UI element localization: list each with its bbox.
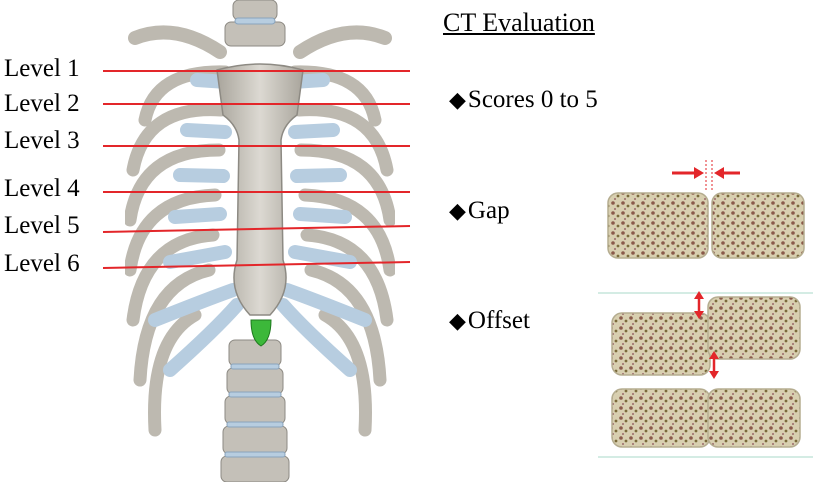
diamond-bullet-icon: ◆ [449, 198, 466, 223]
criterion-scores: ◆Scores 0 to 5 [449, 86, 598, 114]
criterion-offset-label: Offset [467, 307, 530, 334]
criterion-gap-label: Gap [467, 197, 510, 224]
gap-block-right [711, 192, 805, 259]
aligned-block-right [707, 388, 801, 448]
level-4-label: Level 4 [4, 175, 80, 202]
rib-cage-illustration [125, 0, 395, 482]
level-6-line [102, 261, 411, 269]
ribs [125, 65, 395, 437]
offset-block-left [611, 312, 711, 376]
aligned-block-left [611, 388, 711, 448]
criterion-gap: ◆Gap [449, 197, 510, 225]
gap-illustration [607, 160, 805, 259]
costal-cartilages [148, 73, 372, 377]
offset-block-right [707, 296, 801, 360]
clavicles [128, 25, 392, 59]
offset-arrows-icon [694, 291, 719, 379]
diamond-bullet-icon: ◆ [449, 308, 466, 333]
level-2-label: Level 2 [4, 90, 80, 117]
gap-block-left [607, 192, 709, 259]
diamond-bullet-icon: ◆ [449, 87, 466, 112]
gap-arrows-icon [672, 167, 740, 179]
level-6-label: Level 6 [4, 250, 80, 277]
level-5-line [102, 225, 411, 233]
ct-evaluation-title: CT Evaluation [443, 8, 595, 37]
criterion-scores-label: Scores 0 to 5 [467, 86, 598, 113]
offset-illustration [598, 291, 813, 458]
level-3-label: Level 3 [4, 127, 80, 154]
xiphoid-process [250, 319, 272, 347]
criterion-offset: ◆Offset [449, 307, 530, 335]
sternum [216, 63, 304, 316]
level-1-label: Level 1 [4, 55, 80, 82]
level-5-label: Level 5 [4, 212, 80, 239]
